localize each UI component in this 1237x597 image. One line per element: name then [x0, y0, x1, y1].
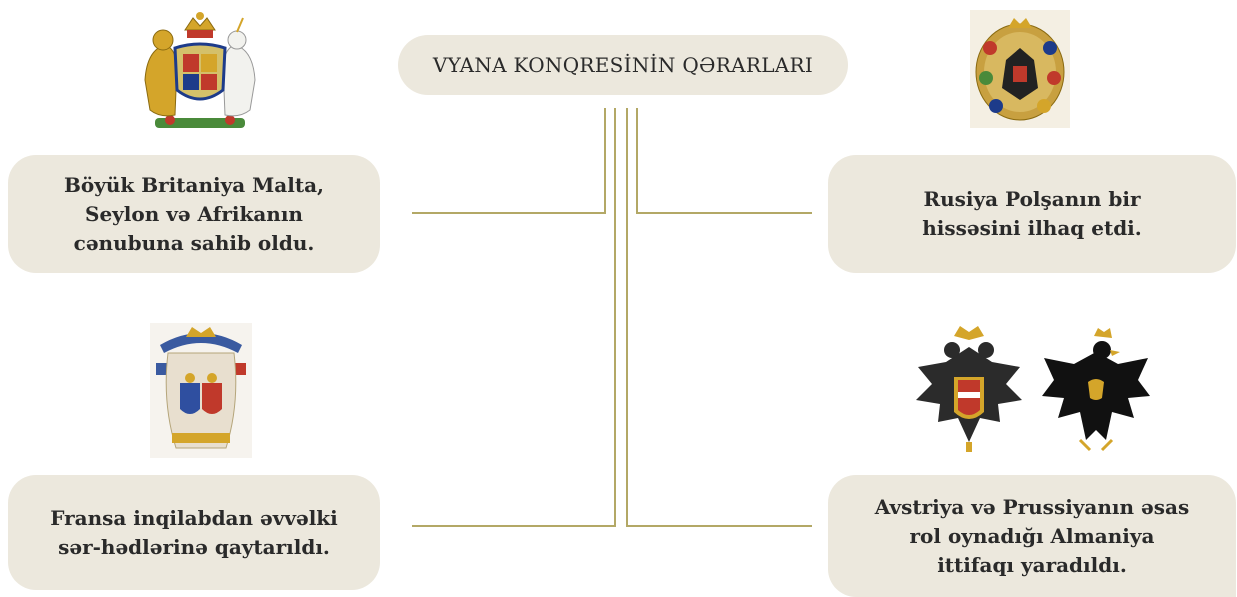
- box-france: Fransa inqilabdan əvvəlki sər-hədlərinə …: [8, 475, 380, 590]
- box-great-britain: Böyük Britaniya Malta, Seylon və Afrikan…: [8, 155, 380, 273]
- box-austria-prussia: Avstriya və Prussiyanın əsas rol oynadığ…: [828, 475, 1236, 597]
- box-austria-prussia-text: Avstriya və Prussiyanın əsas rol oynadığ…: [874, 494, 1190, 577]
- box-france-text: Fransa inqilabdan əvvəlki sər-hədlərinə …: [50, 505, 338, 559]
- austria-coat-of-arms-icon: [916, 326, 1022, 452]
- box-russia: Rusiya Polşanın bir hissəsini ilhaq etdi…: [828, 155, 1236, 273]
- box-russia-text: Rusiya Polşanın bir hissəsini ilhaq etdi…: [922, 187, 1142, 240]
- france-coat-of-arms-icon: [150, 323, 252, 458]
- uk-coat-of-arms-icon: [144, 12, 256, 128]
- russia-coat-of-arms-icon: [970, 10, 1070, 128]
- prussia-coat-of-arms-icon: [1042, 328, 1150, 452]
- box-great-britain-text: Böyük Britaniya Malta, Seylon və Afrikan…: [64, 172, 324, 255]
- diagram-title: VYANA KONQRESİNİN QƏRARLARI: [398, 35, 848, 95]
